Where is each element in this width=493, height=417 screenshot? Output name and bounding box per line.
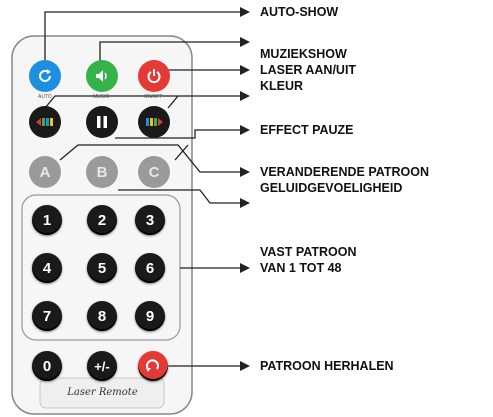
digit-4-button[interactable]: 4 [32,253,62,283]
color-prev-button[interactable] [29,106,61,138]
music-button[interactable] [86,60,118,92]
arrow-pause [240,125,250,135]
auto-caption: AUTO [38,94,52,100]
digit-9-button[interactable]: 9 [135,301,165,331]
pause-button[interactable] [86,106,118,138]
music-caption: MUSIC [93,94,110,100]
pause-icon [97,116,107,128]
label-changing-pattern: VERANDERENDE PATROON [260,165,429,179]
leader-changing [59,144,240,173]
arrow-auto-show [240,7,250,17]
arrow-sound [240,198,250,208]
repeat-button[interactable] [138,351,168,381]
digit-1-button[interactable]: 1 [32,205,62,235]
label-auto-show: AUTO-SHOW [260,5,339,19]
leader-color [44,95,240,109]
digit-3-button[interactable]: 3 [135,205,165,235]
label-fixed-pattern-2: VAN 1 TOT 48 [260,261,342,275]
label-music-show: MUZIEKSHOW [260,47,347,61]
label-repeat-pattern: PATROON HERHALEN [260,359,394,373]
c-button[interactable]: C [138,156,170,188]
arrow-music-show [240,37,250,47]
plus-minus-button[interactable]: +/- [87,351,117,381]
a-button[interactable]: A [29,156,61,188]
repeat-icon [146,359,159,372]
auto-button[interactable] [29,60,61,92]
arrow-changing [240,167,250,177]
label-fixed-pattern-1: VAST PATROON [260,245,357,259]
label-sound-sensitivity: GELUIDGEVOELIGHEID [260,181,403,195]
leader-changing-c [174,144,189,161]
digit-5-button[interactable]: 5 [87,253,117,283]
digit-7-button[interactable]: 7 [32,301,62,331]
digit-8-button[interactable]: 8 [87,301,117,331]
digit-2-button[interactable]: 2 [87,205,117,235]
leader-color-right [167,95,179,109]
label-color: KLEUR [260,79,304,93]
b-button[interactable]: B [86,156,118,188]
arrow-laser [240,65,250,75]
arrow-fixed [240,263,250,273]
refresh-icon [39,69,51,82]
color-left-icon [36,118,53,126]
arrow-repeat [240,361,250,371]
digit-6-button[interactable]: 6 [135,253,165,283]
onoff-caption: ON/OFF [144,94,163,100]
leader-sound [118,189,240,204]
speaker-icon [96,70,107,82]
label-laser-on-off: LASER AAN/UIT [260,63,357,77]
brand-label: Laser Remote [67,387,138,398]
leader-music-show [99,41,240,64]
color-right-icon [146,118,163,126]
arrow-color [240,91,250,101]
color-next-button[interactable] [138,106,170,138]
leader-auto-show [44,11,240,62]
power-button[interactable] [138,60,170,92]
power-icon [147,69,161,84]
digit-0-button[interactable]: 0 [32,351,62,381]
label-effect-pause: EFFECT PAUZE [260,123,354,137]
leader-pause [115,129,240,139]
